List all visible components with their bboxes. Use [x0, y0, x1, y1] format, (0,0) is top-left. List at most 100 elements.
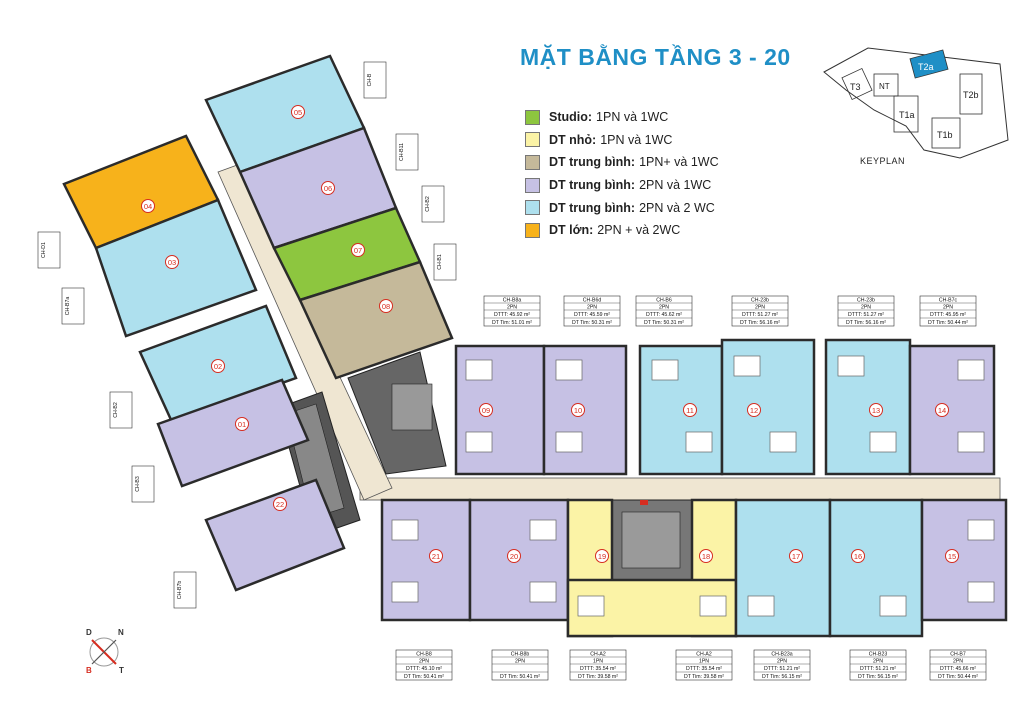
unit-tag-line: 2PN [515, 659, 525, 665]
unit-tag-line: CH-A2 [590, 652, 606, 658]
unit-number: 11 [686, 406, 694, 415]
unit-number: 22 [276, 500, 284, 509]
unit-tag-code: CH-B7b [177, 581, 183, 600]
unit-tag-line: CH-B6 [656, 298, 672, 304]
unit-tag-line: DTTT: 45.59 m² [574, 312, 610, 318]
units-diag-right [204, 54, 454, 380]
unit-tag-code: CH-B2 [425, 196, 431, 212]
unit-tag-diag: CH-B1 [433, 243, 457, 281]
unit-number: 19 [598, 552, 606, 561]
legend-item-dt-nho: DT nhỏ: 1PN và 1WC [525, 129, 785, 152]
unit-tag-diag: CH-B2 [421, 185, 445, 223]
page-title: MẶT BẰNG TẦNG 3 - 20 [520, 44, 791, 70]
unit-tag-diag: CH-D1 [37, 231, 61, 269]
unit-tag-line: DTTT: 35.54 m² [686, 666, 722, 672]
unit-number: 10 [574, 406, 582, 415]
unit-number: 16 [854, 552, 862, 561]
unit-number: 15 [948, 552, 956, 561]
unit-tag-line: 2PN [943, 305, 953, 311]
unit-tag-line: CH-A2 [696, 652, 712, 658]
interior-fixtures [391, 355, 995, 617]
unit-22 [204, 478, 346, 592]
unit-tag-line: DT Tim: 56.15 m² [762, 674, 802, 680]
legend-desc: 2PN và 2 WC [639, 200, 715, 215]
unit-number: 02 [214, 362, 222, 371]
legend-item-dt-tb-2pn-2wc: DT trung bình: 2PN và 2 WC [525, 196, 785, 219]
compass-rose [89, 637, 119, 667]
unit-number: 14 [938, 406, 946, 415]
legend-key: DT trung bình: [549, 155, 636, 170]
unit-tag-line: DT Tim: 50.31 m² [644, 320, 684, 326]
legend-item-dt-tb-2pn-1wc: DT trung bình: 2PN và 1WC [525, 174, 785, 197]
unit-tag-line: DTTT: 45.66 m² [940, 666, 976, 672]
unit-tag-diag: CH-B7b [173, 571, 197, 609]
legend-desc: 2PN + và 2WC [597, 223, 681, 238]
keyplan-label-t2a: T2a [918, 62, 934, 72]
keyplan-tower-t2b [959, 73, 983, 115]
keyplan-label-t1a: T1a [899, 110, 915, 120]
unit-tag-line: DTTT: 45.62 m² [646, 312, 682, 318]
legend-swatch [525, 109, 540, 125]
unit-number-marker: 21 [429, 549, 443, 563]
units-top-row [454, 338, 996, 476]
keyplan-label-t2b: T2b [963, 90, 979, 100]
unit-tag-diag: CH-B [363, 61, 387, 99]
unit-tag-line: 2PN [777, 659, 787, 665]
unit-tag-line: DT Tim: 56.16 m² [846, 320, 886, 326]
compass-letter-t: T [119, 666, 124, 675]
unit-number: 21 [432, 552, 440, 561]
unit-tag-line: CH-23b [857, 298, 875, 304]
unit-tag-line: CH-B6d [583, 298, 602, 304]
unit-number-marker: 05 [291, 105, 305, 119]
legend-item-studio: Studio: 1PN và 1WC [525, 106, 785, 129]
legend-swatch [525, 154, 540, 170]
unit-tag-line: CH-B7 [950, 652, 966, 658]
legend-key: Studio: [549, 110, 593, 125]
unit-number: 18 [702, 552, 710, 561]
unit-number: 04 [144, 202, 152, 211]
keyplan-label-t3: T3 [850, 82, 861, 92]
unit-tag-line: CH-B8b [511, 652, 530, 658]
unit-number-marker: 07 [351, 243, 365, 257]
compass-letter-n: N [118, 628, 124, 637]
unit-tag-line: CH-B23 [869, 652, 888, 658]
legend-desc: 1PN và 1WC [600, 132, 673, 147]
unit-tag-line: 2PN [861, 305, 871, 311]
unit-number-marker: 16 [851, 549, 865, 563]
unit-tag-code: CH-B [367, 73, 373, 86]
unit-number-marker: 02 [211, 359, 225, 373]
unit-number-marker: 09 [479, 403, 493, 417]
unit-number: 12 [750, 406, 758, 415]
unit-tag-line: CH-23b [751, 298, 769, 304]
corridor-diagonal [217, 163, 393, 501]
unit-tag-line: 2PN [873, 659, 883, 665]
unit-number: 05 [294, 108, 302, 117]
unit-tag-line: DT Tim: 56.15 m² [858, 674, 898, 680]
unit-tag-line: DT Tim: 51.01 m² [492, 320, 532, 326]
unit-number: 09 [482, 406, 490, 415]
unit-tag-line: DTTT: 45.10 m² [406, 666, 442, 672]
unit-number: 08 [382, 302, 390, 311]
compass-letter-d: D [86, 628, 92, 637]
legend-swatch [525, 222, 540, 238]
unit-tag-line: DTTT: 51.27 m² [848, 312, 884, 318]
unit-tag-line: 1PN [593, 659, 603, 665]
keyplan-tower-t1b [931, 117, 961, 149]
unit-tag-line: 2PN [755, 305, 765, 311]
unit-tag-line: DTTT: 45.92 m² [494, 312, 530, 318]
unit-08 [298, 260, 454, 380]
unit-number-marker: 19 [595, 549, 609, 563]
unit-tag-line: DT Tim: 50.31 m² [572, 320, 612, 326]
unit-tag-code: CH-B7a [65, 297, 71, 316]
unit-tag-diag: CH-B2 [109, 391, 133, 429]
unit-tag-line: DT Tim: 50.41 m² [404, 674, 444, 680]
unit-tag-line: DT Tim: 50.41 m² [500, 674, 540, 680]
